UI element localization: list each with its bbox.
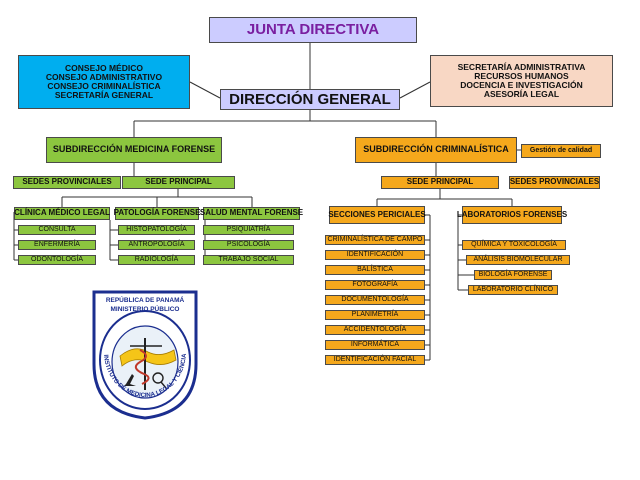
salud-mental-forense-box: SALUD MENTAL FORENSE [199,207,304,220]
consejos-box: CONSEJO MÉDICO CONSEJO ADMINISTRATIVO CO… [18,55,190,109]
laboratorio-item-box: BIOLOGÍA FORENSE [474,270,552,280]
med-item-label: ODONTOLOGÍA [31,256,83,264]
med-item-label: ENFERMERÍA [34,241,80,249]
seccion-item-box: FOTOGRAFÍA [325,280,425,290]
seccion-item-box: DOCUMENTOLOGÍA [325,295,425,305]
crim-sede-principal-label: SEDE PRINCIPAL [406,177,474,187]
secretaria-box: SECRETARÍA ADMINISTRATIVA RECURSOS HUMAN… [430,55,613,107]
seal-title-line2: MINISTERIO PÚBLICO [110,306,180,313]
seccion-item-label: DOCUMENTOLOGÍA [341,296,409,304]
subdireccion-medicina-box: SUBDIRECCIÓN MEDICINA FORENSE [46,137,222,163]
med-sedes-provinciales-label: SEDES PROVINCIALES [22,177,112,187]
gestion-calidad-box: Gestión de calidad [521,144,601,158]
laboratorio-item-box: QUÍMICA Y TOXICOLOGÍA [462,240,566,250]
secretaria-item: RECURSOS HUMANOS [474,71,569,82]
magnifier-icon [152,372,164,384]
laboratorio-item-label: LABORATORIO CLÍNICO [472,286,554,294]
med-item-box: ENFERMERÍA [18,240,96,250]
direccion-general-box: DIRECCIÓN GENERAL [220,89,400,110]
junta-directiva-box: JUNTA DIRECTIVA [209,17,417,43]
med-item-box: HISTOPATOLOGÍA [118,225,195,235]
clinica-medico-legal-box: CLÍNICA MÉDICO LEGAL [14,207,110,220]
laboratorio-item-box: ANÁLISIS BIOMOLECULAR [466,255,570,265]
seccion-item-label: BALÍSTICA [357,266,393,274]
patologia-forense-box: PATOLOGÍA FORENSE [113,207,201,220]
gestion-calidad-label: Gestión de calidad [529,147,593,155]
institute-seal-logo: INSTITUTO DE MEDICINA LEGAL Y CIENCIAS F… [90,290,198,420]
junta-directiva-label: JUNTA DIRECTIVA [246,21,380,39]
med-item-box: ODONTOLOGÍA [18,255,96,265]
seccion-item-label: IDENTIFICACIÓN FACIAL [333,356,417,364]
subdireccion-medicina-label: SUBDIRECCIÓN MEDICINA FORENSE [52,144,216,155]
secretaria-item: ASESORÍA LEGAL [483,88,560,99]
consejo-item: CONSEJO ADMINISTRATIVO [45,72,163,83]
laboratorio-item-label: QUÍMICA Y TOXICOLOGÍA [471,241,557,249]
seccion-item-box: CRIMINALÍSTICA DE CAMPO [325,235,425,245]
seccion-item-label: CRIMINALÍSTICA DE CAMPO [327,236,423,244]
med-item-label: ANTROPOLOGÍA [128,241,185,249]
med-item-label: PSICOLOGÍA [226,241,271,249]
subdireccion-criminalistica-label: SUBDIRECCIÓN CRIMINALÍSTICA [363,144,509,155]
med-sede-principal-label: SEDE PRINCIPAL [145,177,212,187]
seccion-item-box: ACCIDENTOLOGÍA [325,325,425,335]
med-item-box: TRABAJO SOCIAL [203,255,294,265]
crim-sede-principal-box: SEDE PRINCIPAL [381,176,499,189]
med-item-label: PSIQUIATRÍA [226,226,271,234]
consejo-item: CONSEJO MÉDICO [65,63,143,74]
map-of-panama-icon [119,348,177,367]
seccion-item-box: BALÍSTICA [325,265,425,275]
laboratorio-item-label: BIOLOGÍA FORENSE [478,271,548,279]
direccion-general-label: DIRECCIÓN GENERAL [229,90,391,108]
seal-title-line1: REPÚBLICA DE PANAMÁ [105,297,185,304]
laboratorios-forenses-box: LABORATORIOS FORENSES [457,206,567,224]
consejo-item: SECRETARÍA GENERAL [54,89,154,100]
seccion-item-label: INFORMÁTICA [350,341,400,349]
med-item-label: TRABAJO SOCIAL [218,256,279,264]
med-item-label: RADIOLOGÍA [134,256,179,264]
secciones-periciales-box: SECCIONES PERICIALES [328,206,426,224]
seccion-item-box: IDENTIFICACIÓN FACIAL [325,355,425,365]
secciones-periciales-label: SECCIONES PERICIALES [328,209,426,219]
microscope-icon [124,374,136,386]
clinica-medico-legal-label: CLÍNICA MÉDICO LEGAL [14,208,110,218]
consejo-item: CONSEJO CRIMINALÍSTICA [47,81,161,91]
seccion-item-box: PLANIMETRÍA [325,310,425,320]
med-item-box: RADIOLOGÍA [118,255,195,265]
laboratorios-forenses-label: LABORATORIOS FORENSES [456,209,568,219]
med-sede-principal-box: SEDE PRINCIPAL [122,176,235,189]
seccion-item-box: INFORMÁTICA [325,340,425,350]
seccion-item-label: PLANIMETRÍA [351,311,399,319]
salud-mental-forense-label: SALUD MENTAL FORENSE [199,208,304,218]
secretaria-item: SECRETARÍA ADMINISTRATIVA [457,62,586,73]
patologia-forense-label: PATOLOGÍA FORENSE [113,208,201,218]
med-item-box: CONSULTA [18,225,96,235]
laboratorio-item-box: LABORATORIO CLÍNICO [468,285,558,295]
med-item-label: HISTOPATOLOGÍA [126,226,187,234]
subdireccion-criminalistica-box: SUBDIRECCIÓN CRIMINALÍSTICA [355,137,517,163]
med-item-box: PSIQUIATRÍA [203,225,294,235]
med-item-label: CONSULTA [38,226,76,234]
laboratorio-item-label: ANÁLISIS BIOMOLECULAR [473,256,563,264]
magnifier-handle [160,381,167,389]
crim-sedes-provinciales-label: SEDES PROVINCIALES [509,177,600,187]
secretaria-item: DOCENCIA E INVESTIGACIÓN [460,80,583,90]
seccion-item-label: IDENTIFICACIÓN [346,251,404,259]
med-sedes-provinciales-box: SEDES PROVINCIALES [13,176,121,189]
seccion-item-label: FOTOGRAFÍA [352,281,398,289]
med-item-box: ANTROPOLOGÍA [118,240,195,250]
crim-sedes-provinciales-box: SEDES PROVINCIALES [509,176,600,189]
seccion-item-label: ACCIDENTOLOGÍA [343,326,407,334]
caduceus-snake-icon [134,349,150,385]
med-item-box: PSICOLOGÍA [203,240,294,250]
seccion-item-box: IDENTIFICACIÓN [325,250,425,260]
